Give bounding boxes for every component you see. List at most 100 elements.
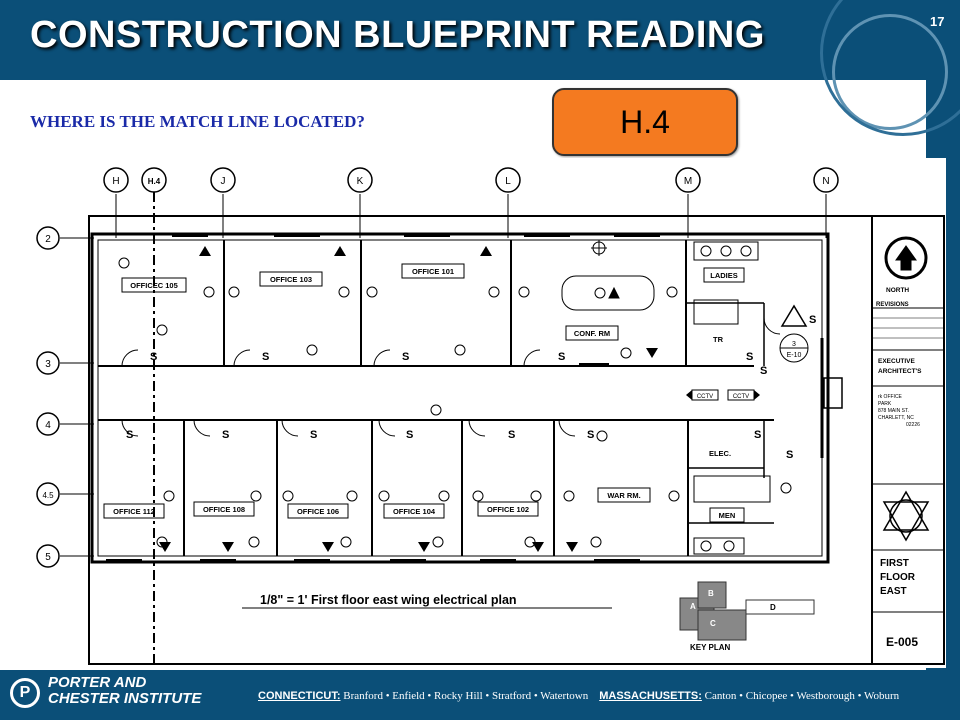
callout-triangle <box>780 304 808 327</box>
outlet <box>596 430 608 442</box>
door <box>233 349 251 367</box>
outlet <box>620 347 632 359</box>
exterior-wall <box>90 232 830 564</box>
outlets <box>118 257 792 548</box>
data-outlet <box>480 246 492 256</box>
key-plan-label: A <box>690 602 696 611</box>
switch: S <box>126 429 133 441</box>
room-label-box <box>477 501 539 517</box>
room-label: MEN <box>719 511 736 520</box>
ct-label: CONNECTICUT: <box>258 690 341 702</box>
room-label: OFFICE 106 <box>297 507 339 516</box>
outlet <box>438 490 450 502</box>
campus-locations: CONNECTICUT: Branford • Enfield • Rocky … <box>258 690 899 702</box>
outlet <box>518 286 530 298</box>
ma-label: MASSACHUSETTS: <box>599 690 702 702</box>
switch: S <box>746 351 753 363</box>
revisions-label: REVISIONS <box>876 302 909 308</box>
key-plan-zone <box>697 581 727 609</box>
ct-towns: Branford • Enfield • Rocky Hill • Stratf… <box>343 690 589 702</box>
grid-label: 4.5 <box>42 491 54 500</box>
address-line: 878 MAIN ST. <box>878 408 909 414</box>
callout-sheet: E-10 <box>787 352 802 359</box>
outlet <box>668 490 680 502</box>
door <box>378 419 396 437</box>
slide-title: CONSTRUCTION BLUEPRINT READING <box>30 14 765 56</box>
door <box>558 419 576 437</box>
north-arrow-circle <box>884 236 928 280</box>
sheet-title-line: EAST <box>880 586 907 597</box>
switch: S <box>508 429 515 441</box>
scale-caption: 1/8" = 1' First floor east wing electric… <box>260 593 517 607</box>
floor-box <box>594 286 620 299</box>
room-label: ELEC. <box>709 449 731 458</box>
switch: S <box>587 429 594 441</box>
cctv-arrow <box>686 390 692 400</box>
blueprint-drawing: H H.4 J K L M N 2 3 4 4.5 5 <box>34 158 946 668</box>
floor-outlet <box>594 287 606 299</box>
grid-bubble <box>347 167 373 193</box>
outlet <box>488 286 500 298</box>
switch: S <box>406 429 413 441</box>
room-label: LADIES <box>710 271 738 280</box>
outlet <box>563 490 575 502</box>
outlet <box>666 286 678 298</box>
institute-logo-icon: P <box>10 678 40 708</box>
door <box>468 419 486 437</box>
room-label-box <box>287 503 349 519</box>
key-plan: A B C D KEY PLAN <box>679 581 815 652</box>
grid-bubble <box>210 167 236 193</box>
room-label: OFFICE 103 <box>270 275 312 284</box>
outlet <box>472 490 484 502</box>
room-label-box <box>597 487 651 503</box>
outlet <box>780 482 792 494</box>
switch: S <box>310 429 317 441</box>
room-label-box <box>259 271 323 287</box>
sink <box>700 245 712 257</box>
grid-label: H.4 <box>148 177 161 186</box>
room-label: OFFICE 104 <box>393 507 436 516</box>
key-plan-label: C <box>710 619 716 628</box>
sheet-border <box>88 215 945 665</box>
room-label-box <box>401 263 465 279</box>
grid-bubble <box>36 544 60 568</box>
grid-label: K <box>357 176 364 187</box>
switch: S <box>786 449 793 461</box>
north-label: NORTH <box>886 287 909 294</box>
room-label-box <box>703 267 745 283</box>
outlet <box>338 286 350 298</box>
room-label: OFFICE 112 <box>113 507 155 516</box>
outlet <box>203 286 215 298</box>
switch: S <box>558 351 565 363</box>
grid-label: 3 <box>45 359 51 370</box>
grid-label: M <box>684 176 692 187</box>
switch: S <box>222 429 229 441</box>
data-outlet <box>532 542 544 552</box>
window <box>200 559 236 563</box>
outlet <box>228 286 240 298</box>
floor-plan-svg: H H.4 J K L M N 2 3 4 4.5 5 <box>36 167 945 665</box>
institute-name: PORTER AND CHESTER INSTITUTE <box>48 675 201 707</box>
window <box>294 559 330 563</box>
sink <box>723 540 735 552</box>
switch: S <box>262 351 269 363</box>
data-outlet <box>159 542 171 552</box>
outlet <box>430 404 442 416</box>
address-line: rk OFFICE <box>878 394 903 400</box>
toilet-stalls <box>693 299 739 325</box>
walls <box>90 232 843 564</box>
outlet <box>378 490 390 502</box>
door <box>193 419 211 437</box>
answer-text: H.4 <box>620 103 670 140</box>
conference-table <box>561 275 655 311</box>
lavatory-counter <box>693 537 745 555</box>
outlet <box>340 536 352 548</box>
door <box>121 419 139 437</box>
detail-callout: 3 E-10 <box>779 304 809 363</box>
outlet <box>282 490 294 502</box>
outlet <box>366 286 378 298</box>
outlet <box>306 344 318 356</box>
outlet <box>454 344 466 356</box>
entrance <box>823 377 843 409</box>
key-plan-title: KEY PLAN <box>690 643 731 652</box>
